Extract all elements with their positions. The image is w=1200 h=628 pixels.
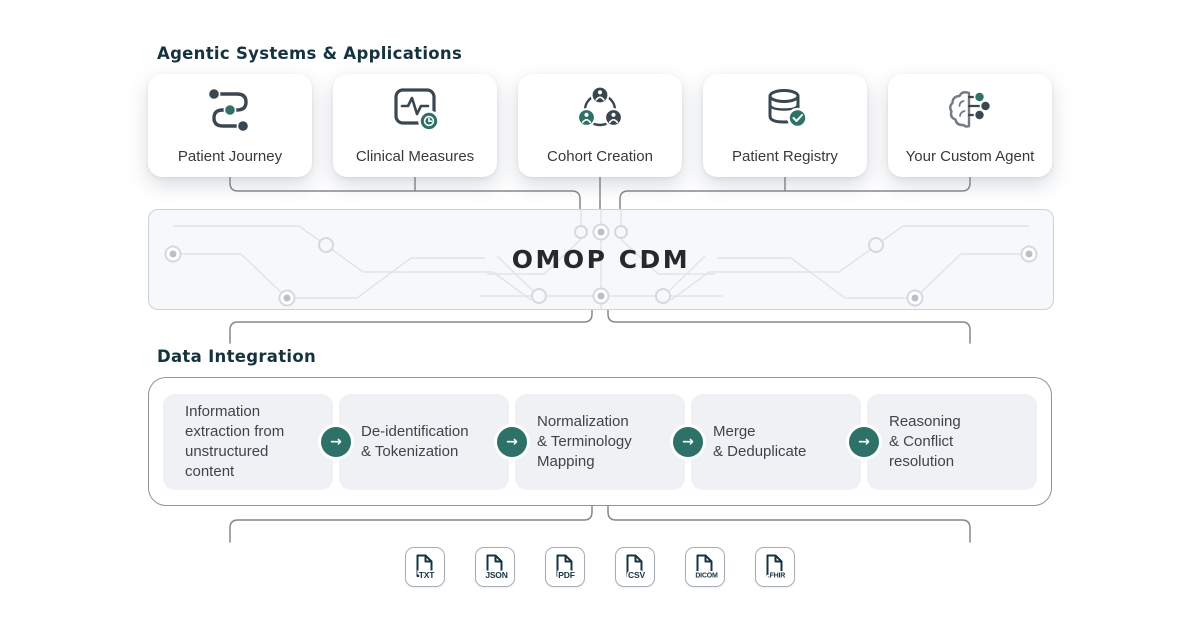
csv-file-icon: CSV [626, 554, 647, 582]
card-label: Clinical Measures [355, 148, 475, 165]
card-label: Patient Journey [177, 148, 283, 165]
step-deidentification: De-identification & Tokenization [339, 394, 509, 490]
card-patient-journey[interactable]: Patient Journey [148, 74, 312, 177]
svg-text:JSON: JSON [485, 570, 507, 580]
svg-text:CSV: CSV [628, 570, 645, 580]
pdf-file-icon: PDF [556, 554, 576, 582]
clinical-measures-icon [333, 84, 497, 134]
card-patient-registry[interactable]: Patient Registry [703, 74, 867, 177]
card-label: Cohort Creation [547, 148, 653, 165]
txt-file-icon: TXT [416, 554, 437, 582]
step-information-extraction: Information extraction from unstructured… [163, 394, 333, 490]
svg-text:DICOM: DICOM [695, 573, 718, 580]
card-cohort-creation[interactable]: Cohort Creation [518, 74, 682, 177]
card-label: Your Custom Agent [905, 148, 1035, 165]
svg-text:PDF: PDF [558, 570, 574, 580]
data-integration-box: Information extraction from unstructured… [148, 377, 1052, 506]
patient-journey-icon [148, 84, 312, 134]
step-reasoning: Reasoning & Conflict resolution [867, 394, 1037, 490]
file-chip-dicom: DICOM [685, 547, 725, 587]
svg-text:TXT: TXT [419, 570, 435, 580]
card-label: Patient Registry [732, 148, 838, 165]
file-chip-pdf: PDF [545, 547, 585, 587]
custom-agent-icon [888, 84, 1052, 134]
arrow-icon: → [321, 427, 351, 457]
card-clinical-measures[interactable]: Clinical Measures [333, 74, 497, 177]
omop-cdm-label: OMOP CDM [511, 245, 691, 274]
data-integration-title: Data Integration [157, 347, 317, 366]
file-chip-csv: CSV [615, 547, 655, 587]
card-custom-agent[interactable]: Your Custom Agent [888, 74, 1052, 177]
step-merge-deduplicate: Merge & Deduplicate [691, 394, 861, 490]
file-chip-json: JSON [475, 547, 515, 587]
svg-text:.FHIR: .FHIR [768, 573, 785, 580]
fhir-file-icon: .FHIR [766, 554, 787, 581]
arrow-icon: → [497, 427, 527, 457]
dicom-file-icon: DICOM [694, 554, 720, 581]
circuit-pattern [164, 210, 1038, 309]
arrow-icon: → [849, 427, 879, 457]
omop-cdm-band: OMOP CDM [148, 209, 1054, 310]
json-file-icon: JSON [484, 554, 509, 582]
file-chip-fhir: .FHIR [755, 547, 795, 587]
file-chip-txt: TXT [405, 547, 445, 587]
cohort-creation-icon [518, 84, 682, 134]
agentic-section-title: Agentic Systems & Applications [157, 44, 463, 63]
step-normalization: Normalization & Terminology Mapping [515, 394, 685, 490]
arrow-icon: → [673, 427, 703, 457]
patient-registry-icon [703, 84, 867, 134]
